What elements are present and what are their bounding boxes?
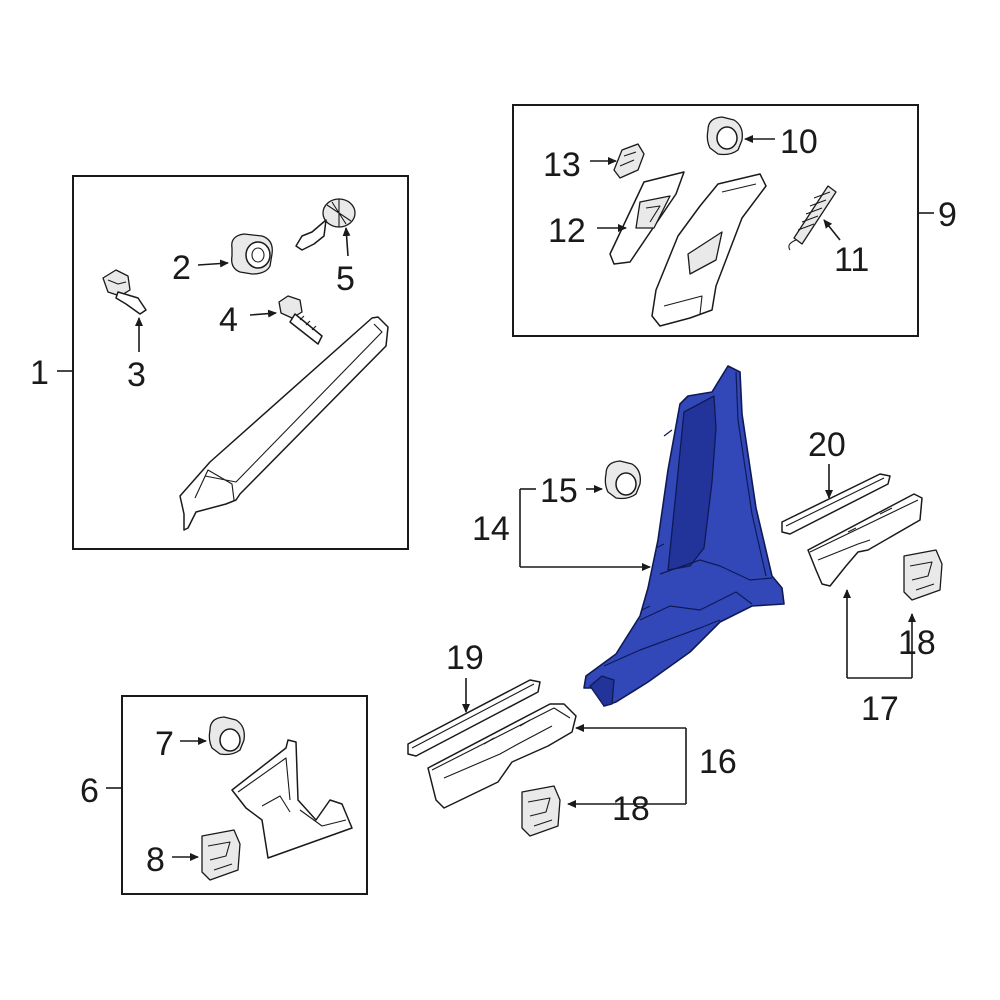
group-9-b-pillar-upper-kit: 9 10 13 12 [512,104,957,337]
group-1-a-pillar-kit: 1 2 3 4 5 [30,175,409,550]
b-pillar-upper-trim[interactable] [651,173,767,327]
part-20-scuff-plate-strip[interactable] [781,473,891,535]
callout-5[interactable]: 5 [336,260,355,298]
group-1-box [72,175,409,550]
a-pillar-trim-panel[interactable] [179,316,389,531]
callout-18a[interactable]: 18 [898,624,936,662]
callout-14[interactable]: 14 [472,510,510,548]
part-2-grommet[interactable] [231,233,273,275]
callout-6[interactable]: 6 [80,772,99,810]
part-16-sill-trim[interactable] [427,703,577,809]
callout-10[interactable]: 10 [780,123,818,161]
part-18-clip-right[interactable] [903,549,943,601]
callout-3[interactable]: 3 [127,356,146,394]
callout-15[interactable]: 15 [540,472,578,510]
callout-2[interactable]: 2 [172,249,191,287]
callout-20[interactable]: 20 [808,426,846,464]
callout-5-arrow [342,227,351,257]
callout-18b[interactable]: 18 [612,790,650,828]
part-11-spring[interactable] [788,185,837,251]
part-7-grommet[interactable] [208,716,245,756]
part-12-bracket[interactable] [609,171,685,265]
part-17-sill-trim[interactable] [807,493,923,587]
part-19-scuff-plate-strip[interactable] [407,679,541,757]
kick-panel-trim[interactable] [231,739,353,859]
callout-16[interactable]: 16 [699,743,737,781]
part-13-clip[interactable] [613,143,645,179]
callout-4[interactable]: 4 [219,301,238,339]
part-4-bolt[interactable] [278,295,323,345]
callout-17[interactable]: 17 [861,690,899,728]
part-14-b-pillar-trim-highlighted[interactable] [583,365,785,707]
part-15-grommet[interactable] [604,460,641,500]
callout-8[interactable]: 8 [146,841,165,879]
group-6-kick-panel-kit: 6 7 8 [80,695,368,895]
callout-1[interactable]: 1 [30,354,49,392]
part-18-clip-left[interactable] [521,785,561,837]
callout-9[interactable]: 9 [938,196,957,234]
callout-19[interactable]: 19 [446,639,484,677]
callout-13[interactable]: 13 [543,146,581,184]
callout-11[interactable]: 11 [834,241,869,279]
callout-2-arrow [197,259,229,268]
part-3-clip[interactable] [102,269,147,315]
group-9-box [512,104,919,337]
part-5-retainer-connector[interactable] [295,198,356,251]
callout-11-arrow [823,219,841,241]
callout-7[interactable]: 7 [155,725,174,763]
callout-4-arrow [249,309,277,318]
callout-12[interactable]: 12 [548,212,586,250]
group-6-box [121,695,368,895]
part-8-clip[interactable] [201,829,241,881]
part-10-grommet[interactable] [706,116,743,156]
